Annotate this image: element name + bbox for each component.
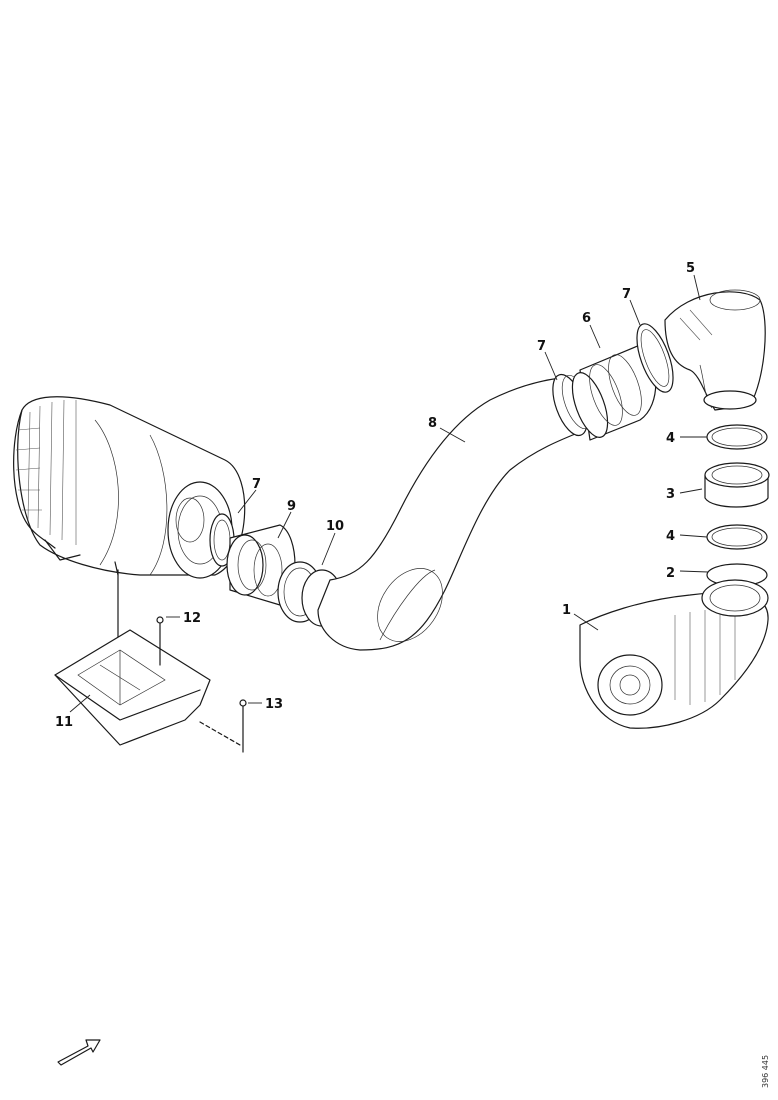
hose-section-left [209, 513, 343, 627]
callout-6: 6 [582, 311, 591, 326]
callout-8: 8 [428, 416, 437, 431]
callout-7-top: 7 [622, 287, 631, 302]
leader-lines [69, 274, 709, 713]
callout-9: 9 [287, 499, 296, 514]
callout-5: 5 [686, 261, 695, 276]
hose-section-upper [571, 323, 674, 441]
callout-7-left: 7 [252, 477, 261, 492]
elbow [664, 289, 766, 411]
turbocharger [579, 579, 769, 729]
callout-12: 12 [183, 611, 201, 626]
callout-13: 13 [265, 697, 283, 712]
callout-3: 3 [666, 487, 675, 502]
callout-2: 2 [666, 566, 675, 581]
callout-4-lower: 4 [666, 529, 675, 544]
callout-4-upper: 4 [666, 431, 675, 446]
callouts: 1 2 3 4 4 5 6 7 7 7 8 9 10 11 12 13 [55, 261, 695, 730]
callout-7-mid: 7 [537, 339, 546, 354]
drawing-reference: 396 445 [761, 1055, 770, 1088]
callout-10: 10 [326, 519, 344, 534]
callout-1: 1 [562, 603, 571, 618]
intake-pipe [317, 373, 593, 651]
air-filter-housing [13, 396, 246, 579]
seal-stack [704, 424, 770, 587]
mounting-bracket [54, 569, 247, 753]
arrow-icon [57, 1039, 101, 1066]
callout-11: 11 [55, 715, 73, 730]
